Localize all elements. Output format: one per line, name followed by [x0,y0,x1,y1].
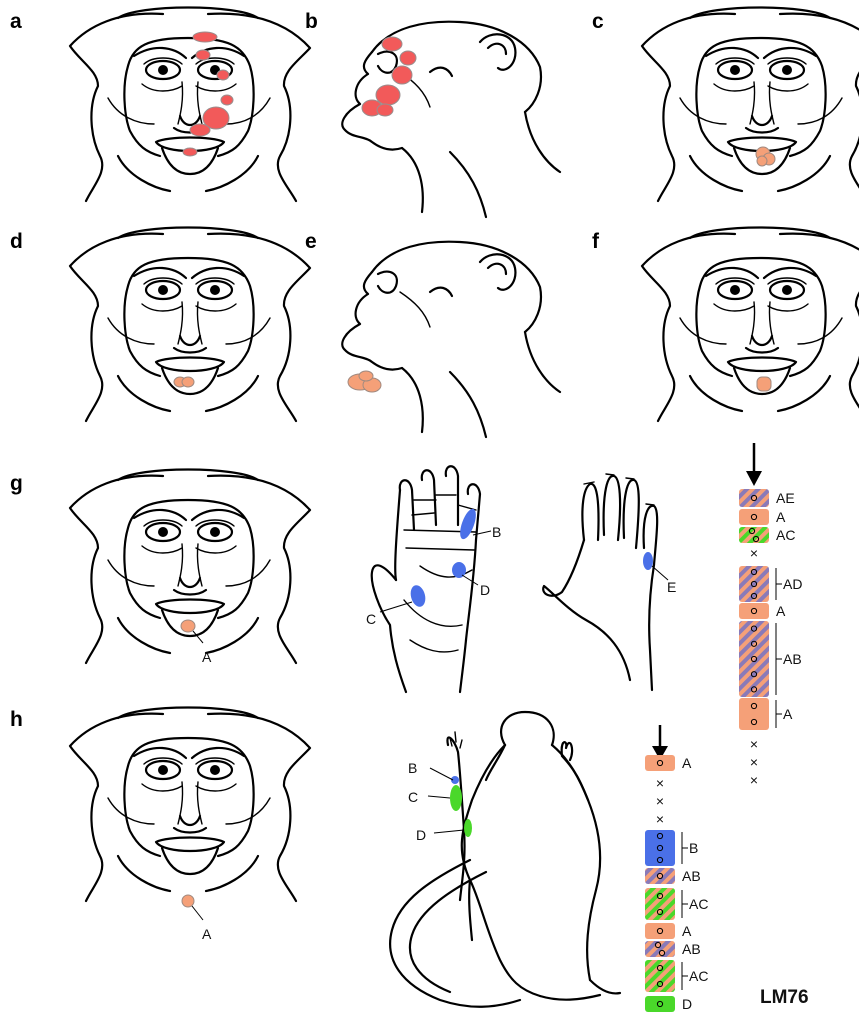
field-label-d: D [682,996,692,1012]
chin-orange-patches [174,377,194,387]
animal-id-tag: LM76 [760,987,809,1008]
blank-site-mark: × [656,793,664,809]
label-face-a: A [202,926,212,942]
field-label-ac: AC [776,527,795,543]
blank-site-mark: × [656,775,664,791]
profile-chin-orange-patches [348,371,381,392]
panel-b: b [305,10,560,217]
label-hand-b: B [492,524,501,540]
panel-g: g A B D C E [10,443,802,788]
field-block-ac [645,960,675,992]
panel-h: h A B C D A × × × B AB AC A AB AC D [10,708,708,1013]
panel-c: c [592,8,859,202]
field-block-ae [739,489,769,507]
field-label-ac: AC [689,896,708,912]
blank-site-mark: × [750,736,758,752]
field-block-a [645,923,675,939]
field-block-b [645,830,675,866]
blank-site-mark: × [750,754,758,770]
field-label-a: A [783,706,793,722]
hand-back-drawing [543,474,657,690]
field-label-a: A [776,509,786,525]
label-body-b: B [408,760,417,776]
field-label-ae: AE [776,490,795,506]
palm-drawing [372,466,480,692]
field-label-a: A [776,603,786,619]
field-label-b: B [689,840,698,856]
panel-h-letter: h [10,708,23,731]
field-block-a [645,755,675,771]
body-patch-d [464,819,472,837]
chin-patch-a [181,620,195,632]
field-label-ad: AD [783,576,802,592]
label-hand-e: E [667,579,676,595]
palm-patch-c [408,584,427,609]
label-body-c: C [408,789,418,805]
panel-a-letter: a [10,10,22,33]
field-block-a [739,603,769,619]
field-label-ab: AB [682,868,701,884]
panel-f: f [592,228,859,422]
field-block-a [739,509,769,525]
panel-d-letter: d [10,230,23,253]
hand-back-patch-e [643,552,653,570]
chin-patch-a [182,895,194,907]
dermatome-column-g: AE A AC × AD A AB A × × × [739,489,802,788]
panel-d: d [10,228,310,422]
chin-orange-patch [757,377,771,391]
field-label-a: A [682,755,692,771]
field-block-ad [739,566,769,602]
dermatome-column-h: A × × × B AB AC A AB AC D [645,755,708,1012]
field-label-ab: AB [783,651,802,667]
field-label-ac: AC [689,968,708,984]
field-block-d [645,996,675,1012]
label-hand-d: D [480,582,490,598]
panel-f-letter: f [592,230,600,253]
body-patch-c [450,785,462,811]
panel-e-letter: e [305,230,317,253]
monkey-body-drawing [390,712,620,1007]
field-block-ab [739,621,769,697]
panel-e: e [305,230,560,437]
field-block-ac [645,888,675,920]
panel-c-letter: c [592,10,604,33]
blank-site-mark: × [656,811,664,827]
field-block-a [739,698,769,730]
profile-red-patches [362,37,416,116]
field-label-ab: AB [682,941,701,957]
blank-site-mark: × [750,545,758,561]
label-face-a: A [202,649,212,665]
label-body-d: D [416,827,426,843]
panel-g-letter: g [10,472,23,495]
panel-b-letter: b [305,10,318,33]
field-label-a: A [682,923,692,939]
field-block-ab [645,868,675,884]
blank-site-mark: × [750,772,758,788]
label-hand-c: C [366,611,376,627]
panel-a: a [10,8,310,202]
